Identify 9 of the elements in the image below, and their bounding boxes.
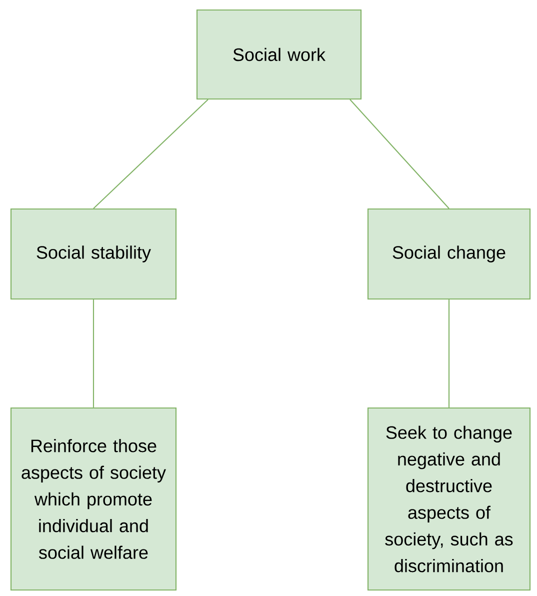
connector-line bbox=[93, 99, 208, 209]
box: Reinforce those aspects of society which promote individual and social welfare bbox=[10, 407, 177, 591]
connector-line bbox=[350, 99, 450, 209]
box: Social work bbox=[196, 9, 362, 100]
connector-line bbox=[448, 300, 450, 408]
connector-line bbox=[92, 300, 94, 408]
box: Social change bbox=[367, 208, 531, 300]
box: Social stability bbox=[10, 208, 177, 300]
box: Seek to change negative and destructive aspects of society, such as discrimination bbox=[367, 407, 531, 591]
